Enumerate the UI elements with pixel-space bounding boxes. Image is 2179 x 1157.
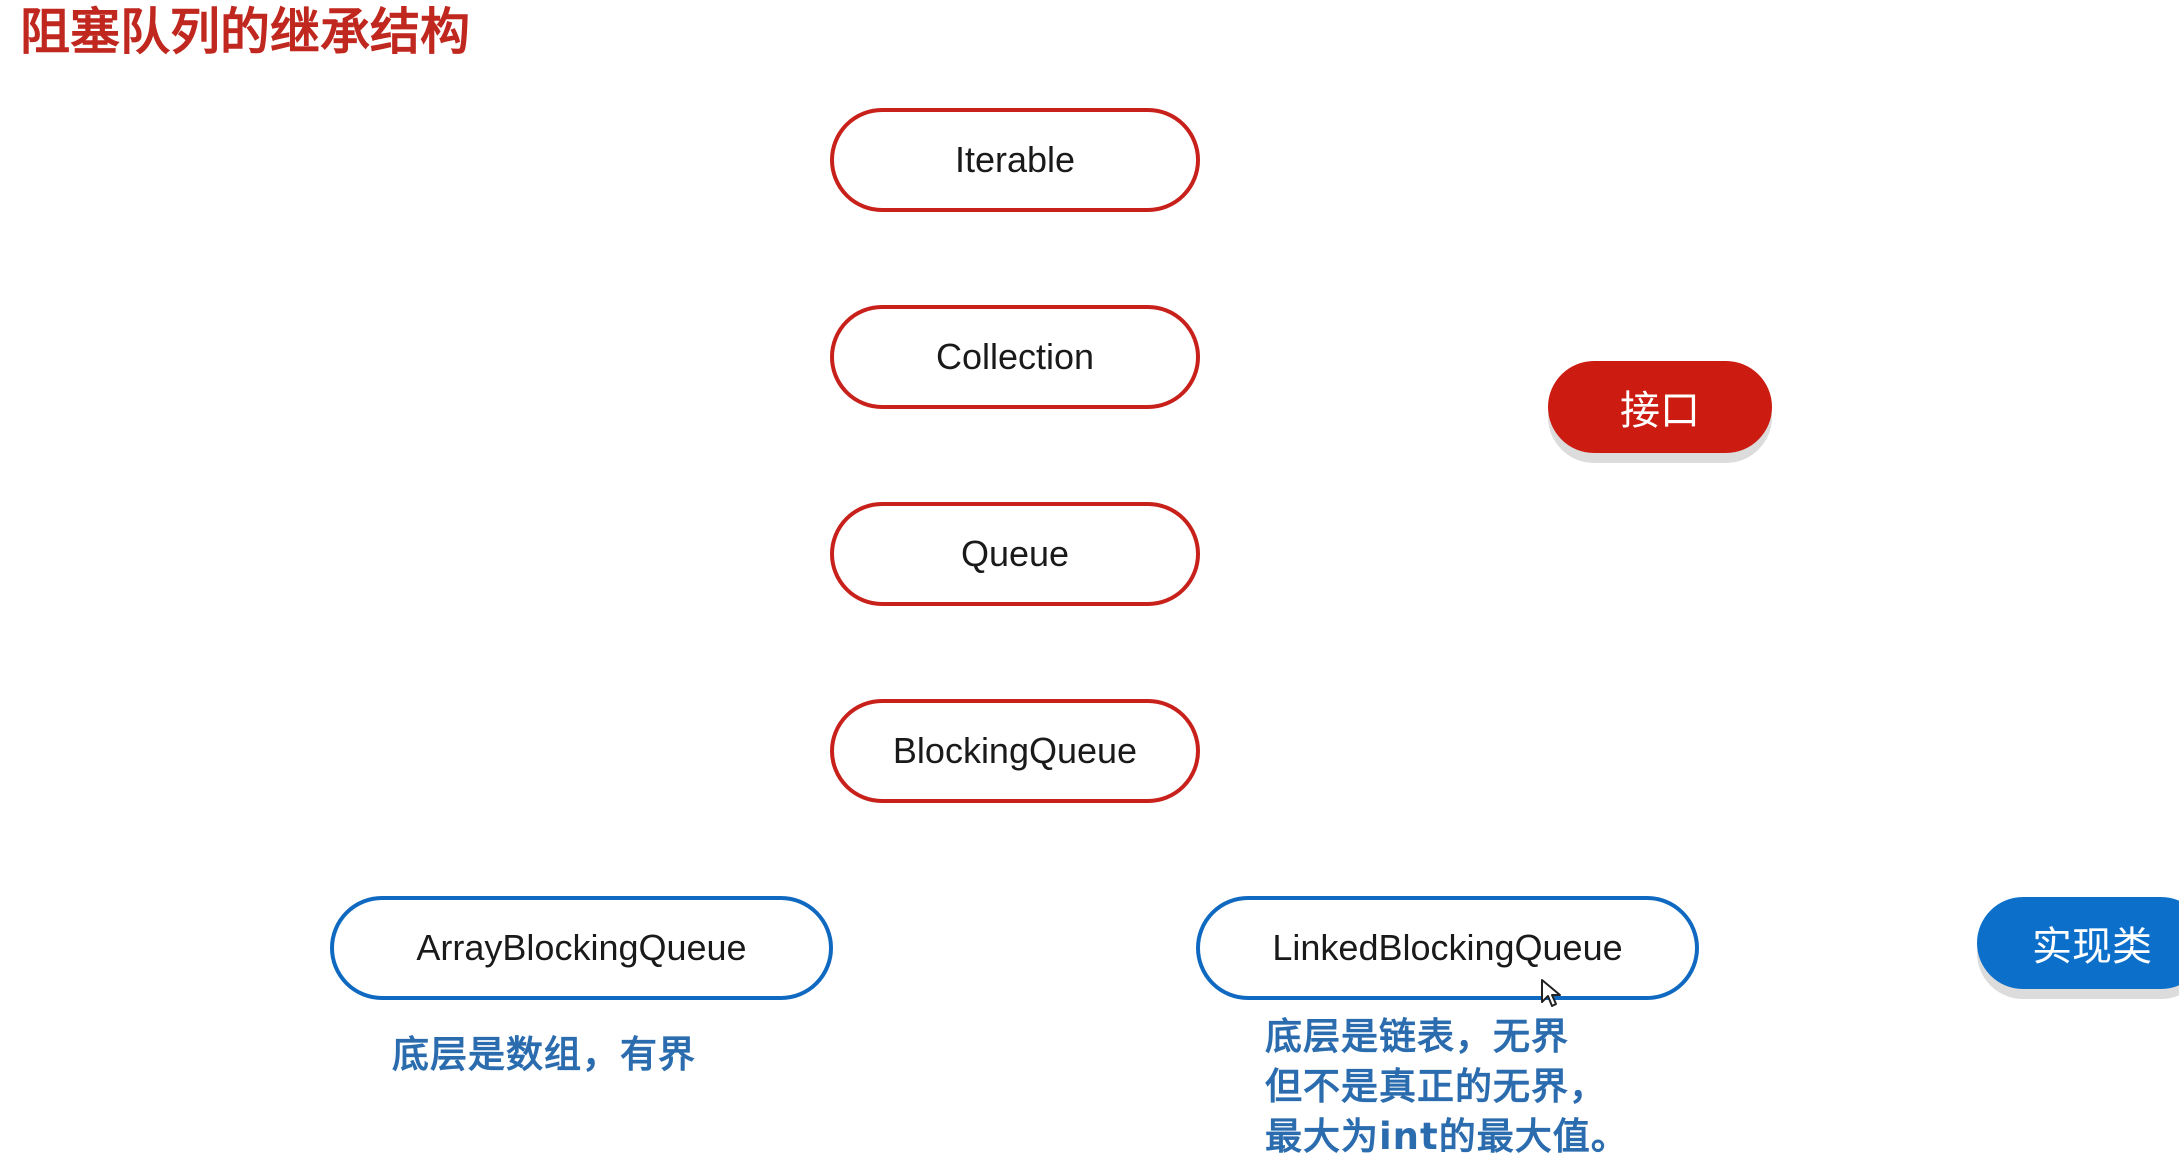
page-title: 阻塞队列的继承结构 — [20, 3, 470, 61]
note-arrayblockingqueue: 底层是数组，有界 — [392, 1030, 696, 1080]
legend-interface-badge: 接口 — [1548, 361, 1772, 453]
note-line: 最大为int的最大值。 — [1265, 1115, 1629, 1157]
node-collection: Collection — [830, 305, 1200, 409]
legend-label: 接口 — [1620, 388, 1700, 434]
note-linkedblockingqueue: 底层是链表，无界 但不是真正的无界， 最大为int的最大值。 — [1265, 1012, 1629, 1157]
mouse-cursor-icon — [1541, 979, 1561, 1007]
legend-label: 实现类 — [2032, 924, 2152, 970]
node-label: BlockingQueue — [892, 730, 1138, 771]
legend-implementation-badge: 实现类 — [1977, 897, 2179, 989]
note-line: 底层是链表，无界 — [1265, 1015, 1569, 1058]
node-iterable: Iterable — [830, 108, 1200, 212]
node-queue: Queue — [830, 502, 1200, 606]
node-arrayblockingqueue: ArrayBlockingQueue — [330, 896, 833, 1000]
node-label: ArrayBlockingQueue — [416, 927, 747, 968]
node-linkedblockingqueue: LinkedBlockingQueue — [1196, 896, 1699, 1000]
node-label: LinkedBlockingQueue — [1272, 927, 1623, 968]
note-line: 但不是真正的无界， — [1265, 1065, 1607, 1108]
node-label: Queue — [960, 533, 1070, 574]
node-blockingqueue: BlockingQueue — [830, 699, 1200, 803]
node-label: Collection — [935, 336, 1095, 377]
node-label: Iterable — [954, 139, 1076, 180]
note-line: 底层是数组，有界 — [392, 1033, 696, 1076]
